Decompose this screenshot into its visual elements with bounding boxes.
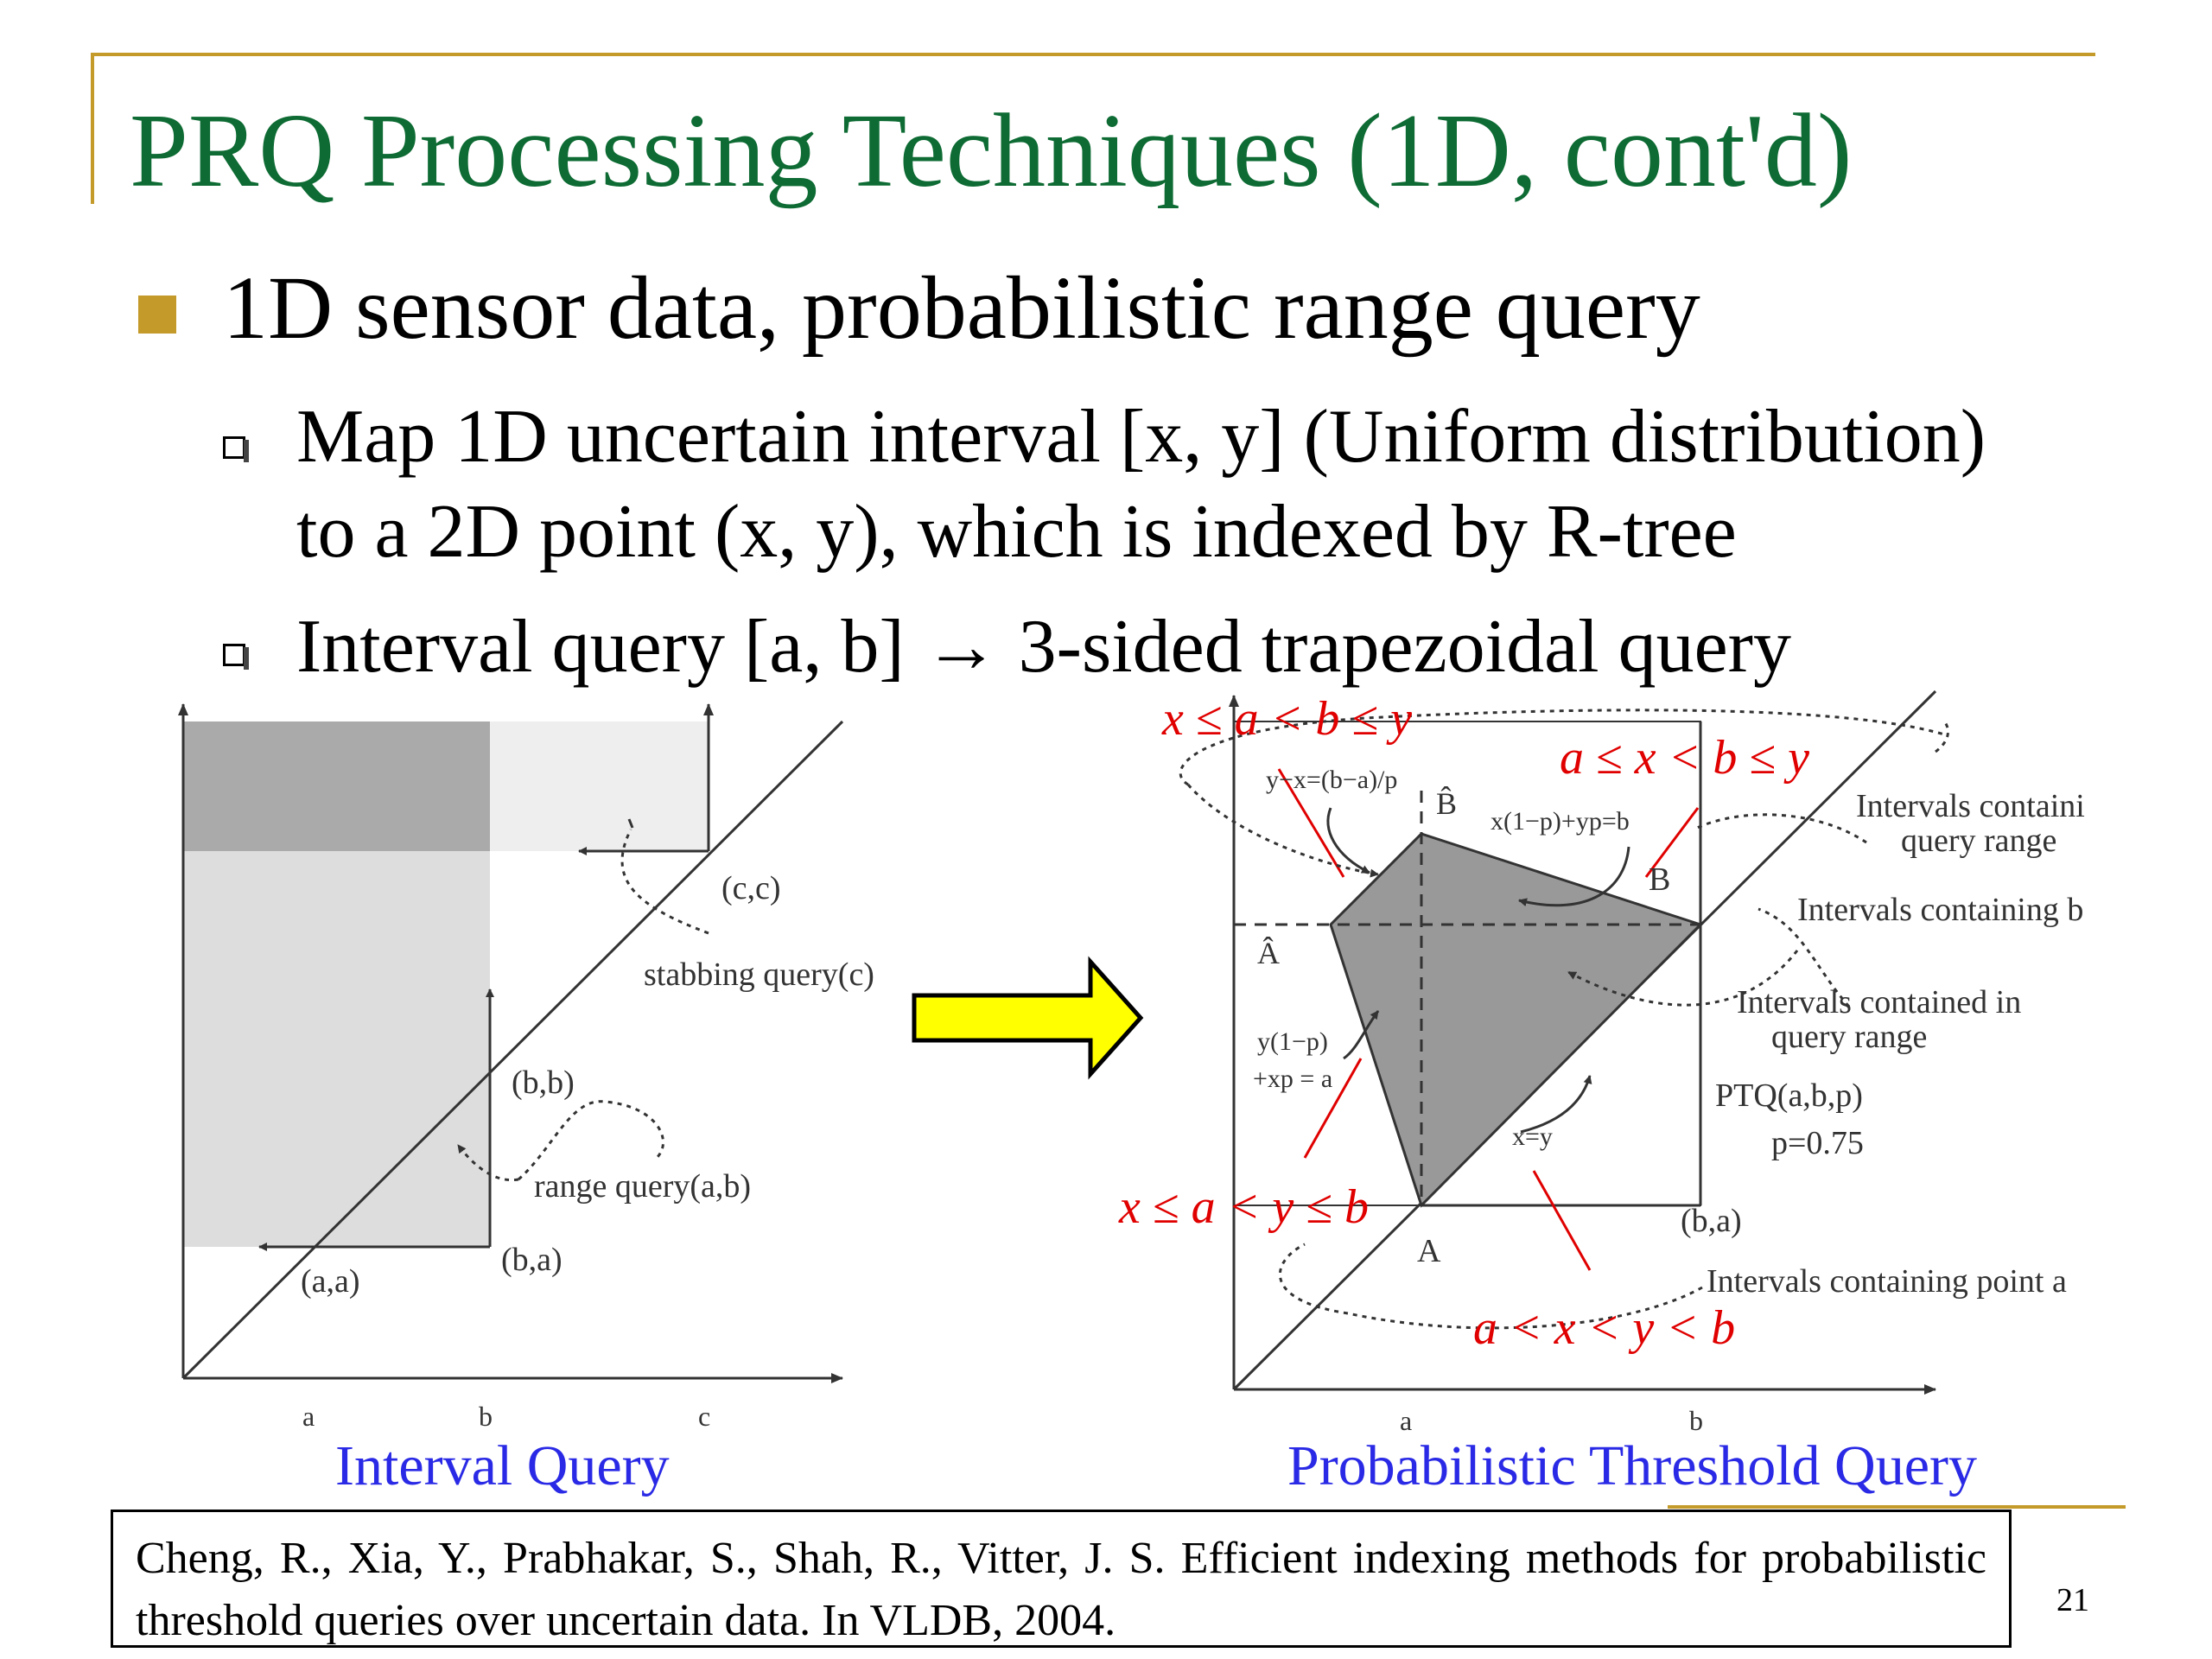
probabilistic-threshold-query-diagram: x ≤ a < b ≤ y a ≤ x < b ≤ y x ≤ a < y ≤ …: [1118, 690, 2085, 1436]
tick-a: a: [302, 1401, 315, 1432]
range-query-label: range query(a,b): [534, 1168, 751, 1205]
annotation-containing-query-1: Intervals containi: [1856, 788, 2085, 824]
a-hat-label: Â: [1257, 936, 1280, 970]
annotation-contained-1: Intervals contained in: [1737, 984, 2021, 1020]
line-label-2: x(1−p)+yp=b: [1491, 807, 1630, 836]
bb-label: (b,b): [512, 1065, 575, 1101]
ba-label-right: (b,a): [1681, 1203, 1742, 1239]
interval-query-diagram: (c,c) stabbing query(c) (b,b) range quer…: [178, 703, 874, 1432]
b-point-label: B: [1649, 861, 1670, 898]
sub-bullet-2: Interval query [a, b] → 3-sided trapezoi…: [296, 605, 1791, 689]
reference-box: Cheng, R., Xia, Y., Prabhakar, S., Shah,…: [111, 1510, 2012, 1648]
left-caption: Interval Query: [335, 1434, 670, 1497]
sub-bullet-box-icon: [223, 644, 249, 670]
condition-top-right: a ≤ x < b ≤ y: [1560, 731, 1809, 785]
annotation-containing-b: Intervals containing b: [1797, 892, 2083, 928]
top-rule: [91, 53, 2095, 56]
annotation-contained-2: query range: [1771, 1019, 1927, 1055]
stabbing-query-label: stabbing query(c): [644, 957, 874, 993]
condition-bottom-right: a < x < y < b: [1473, 1301, 1735, 1355]
yellow-arrow-icon: [912, 956, 1144, 1080]
tick-c: c: [698, 1401, 710, 1432]
ba-label: (b,a): [501, 1242, 563, 1278]
slide-title: PRQ Processing Techniques (1D, cont'd): [130, 92, 1853, 209]
a-point-label: A: [1417, 1233, 1441, 1269]
bottom-rule: [1668, 1505, 2126, 1509]
b-hat-label: B̂: [1436, 785, 1457, 821]
right-caption: Probabilistic Threshold Query: [1287, 1434, 1977, 1497]
page-number: 21: [2056, 1582, 2089, 1618]
condition-bottom-left: x ≤ a < y ≤ b: [1118, 1180, 1369, 1234]
line-label-3b: +xp = a: [1253, 1065, 1332, 1093]
overlap-region: [183, 721, 490, 851]
left-rule: [91, 53, 94, 204]
stabbing-query-region: [490, 721, 709, 851]
sub-bullet-1-line-1: Map 1D uncertain interval [x, y] (Unifor…: [296, 395, 1986, 479]
ptq-label: PTQ(a,b,p): [1715, 1077, 1863, 1114]
condition-top-left: x ≤ a < b ≤ y: [1161, 692, 1412, 746]
sub-bullet-box-icon: [223, 436, 249, 462]
sub-bullet-1-line-2: to a 2D point (x, y), which is indexed b…: [296, 490, 1737, 574]
bullet-square-icon: [138, 296, 176, 334]
annotation-containing-a: Intervals containing point a: [1707, 1263, 2067, 1300]
p-value-label: p=0.75: [1771, 1125, 1864, 1161]
tick-b: b: [479, 1401, 493, 1432]
aa-label: (a,a): [301, 1263, 360, 1300]
cc-label: (c,c): [721, 870, 781, 906]
bullet-1: 1D sensor data, probabilistic range quer…: [223, 258, 1700, 358]
right-tick-b: b: [1689, 1405, 1703, 1436]
diagonal-label: x=y: [1512, 1122, 1553, 1151]
annotation-containing-query-2: query range: [1901, 823, 2056, 859]
right-tick-a: a: [1400, 1405, 1412, 1436]
left-diagonal: [181, 720, 844, 1380]
line-label-3a: y(1−p): [1257, 1027, 1328, 1056]
line-label-1: y−x=(b−a)/p: [1266, 766, 1397, 794]
